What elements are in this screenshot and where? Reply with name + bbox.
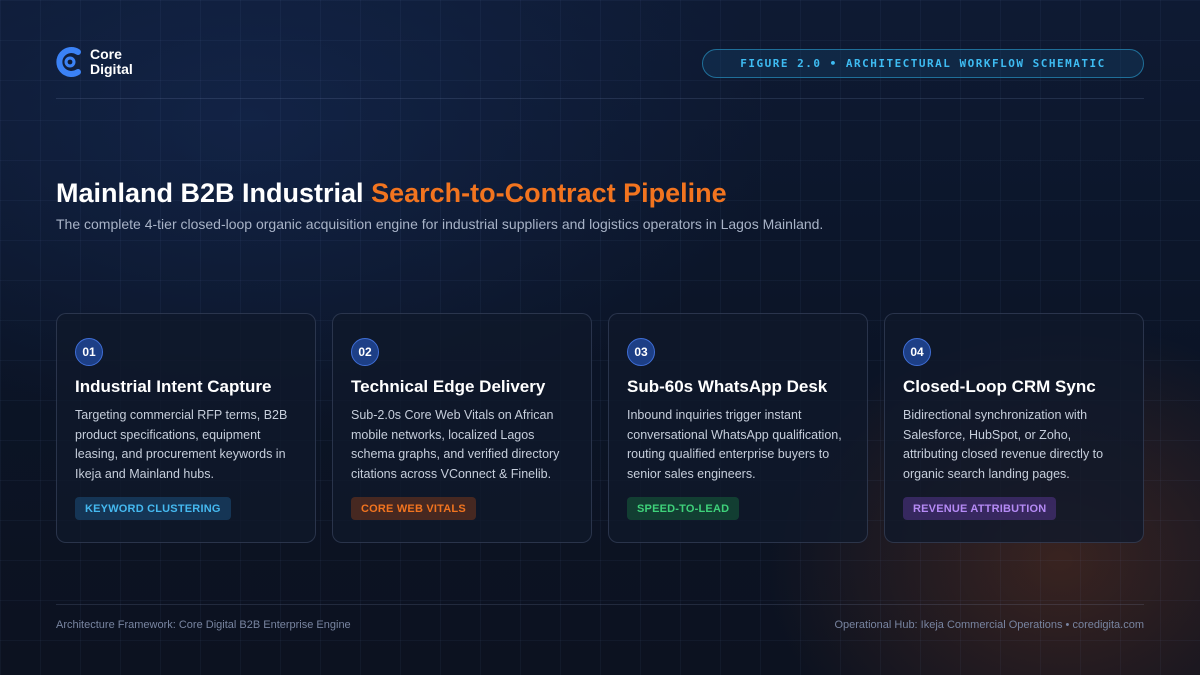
card-title: Industrial Intent Capture xyxy=(75,377,272,396)
brand-name: Core Digital xyxy=(90,47,133,77)
card-description: Bidirectional synchronization with Sales… xyxy=(903,408,1104,481)
pipeline-card-intent-capture: 01 Industrial Intent Capture Targeting c… xyxy=(56,313,316,543)
footer-divider xyxy=(56,604,1144,605)
pipeline-cards: 01 Industrial Intent Capture Targeting c… xyxy=(56,313,1144,543)
step-number-badge: 01 xyxy=(75,338,103,366)
step-number-badge: 03 xyxy=(627,338,655,366)
page-title-accent: Search-to-Contract Pipeline xyxy=(371,178,727,208)
card-title: Sub-60s WhatsApp Desk xyxy=(627,377,828,396)
figure-label-badge: FIGURE 2.0 • ARCHITECTURAL WORKFLOW SCHE… xyxy=(702,49,1144,78)
brand-name-line2: Digital xyxy=(90,61,133,77)
card-description: Inbound inquiries trigger instant conver… xyxy=(627,408,842,481)
card-tag: KEYWORD CLUSTERING xyxy=(75,497,231,520)
card-description: Targeting commercial RFP terms, B2B prod… xyxy=(75,408,288,481)
footer-framework-note: Architecture Framework: Core Digital B2B… xyxy=(56,619,351,631)
header-divider xyxy=(56,98,1144,99)
core-digital-logo-icon xyxy=(56,47,81,77)
page-subtitle: The complete 4-tier closed-loop organic … xyxy=(56,216,824,232)
card-tag: SPEED-TO-LEAD xyxy=(627,497,740,520)
step-number-badge: 02 xyxy=(351,338,379,366)
page-title-main: Mainland B2B Industrial xyxy=(56,178,364,208)
card-tag: REVENUE ATTRIBUTION xyxy=(903,497,1057,520)
footer-hub-note: Operational Hub: Ikeja Commercial Operat… xyxy=(834,619,1144,631)
page-title: Mainland B2B Industrial Search-to-Contra… xyxy=(56,178,727,209)
card-description: Sub-2.0s Core Web Vitals on African mobi… xyxy=(351,408,560,481)
card-tag: CORE WEB VITALS xyxy=(351,497,476,520)
pipeline-card-edge-delivery: 02 Technical Edge Delivery Sub-2.0s Core… xyxy=(332,313,592,543)
step-number-badge: 04 xyxy=(903,338,931,366)
pipeline-card-whatsapp-desk: 03 Sub-60s WhatsApp Desk Inbound inquiri… xyxy=(608,313,868,543)
card-title: Technical Edge Delivery xyxy=(351,377,546,396)
brand-logo[interactable]: Core Digital xyxy=(56,44,133,80)
card-title: Closed-Loop CRM Sync xyxy=(903,377,1096,396)
brand-name-line1: Core xyxy=(90,46,122,62)
pipeline-card-crm-sync: 04 Closed-Loop CRM Sync Bidirectional sy… xyxy=(884,313,1144,543)
